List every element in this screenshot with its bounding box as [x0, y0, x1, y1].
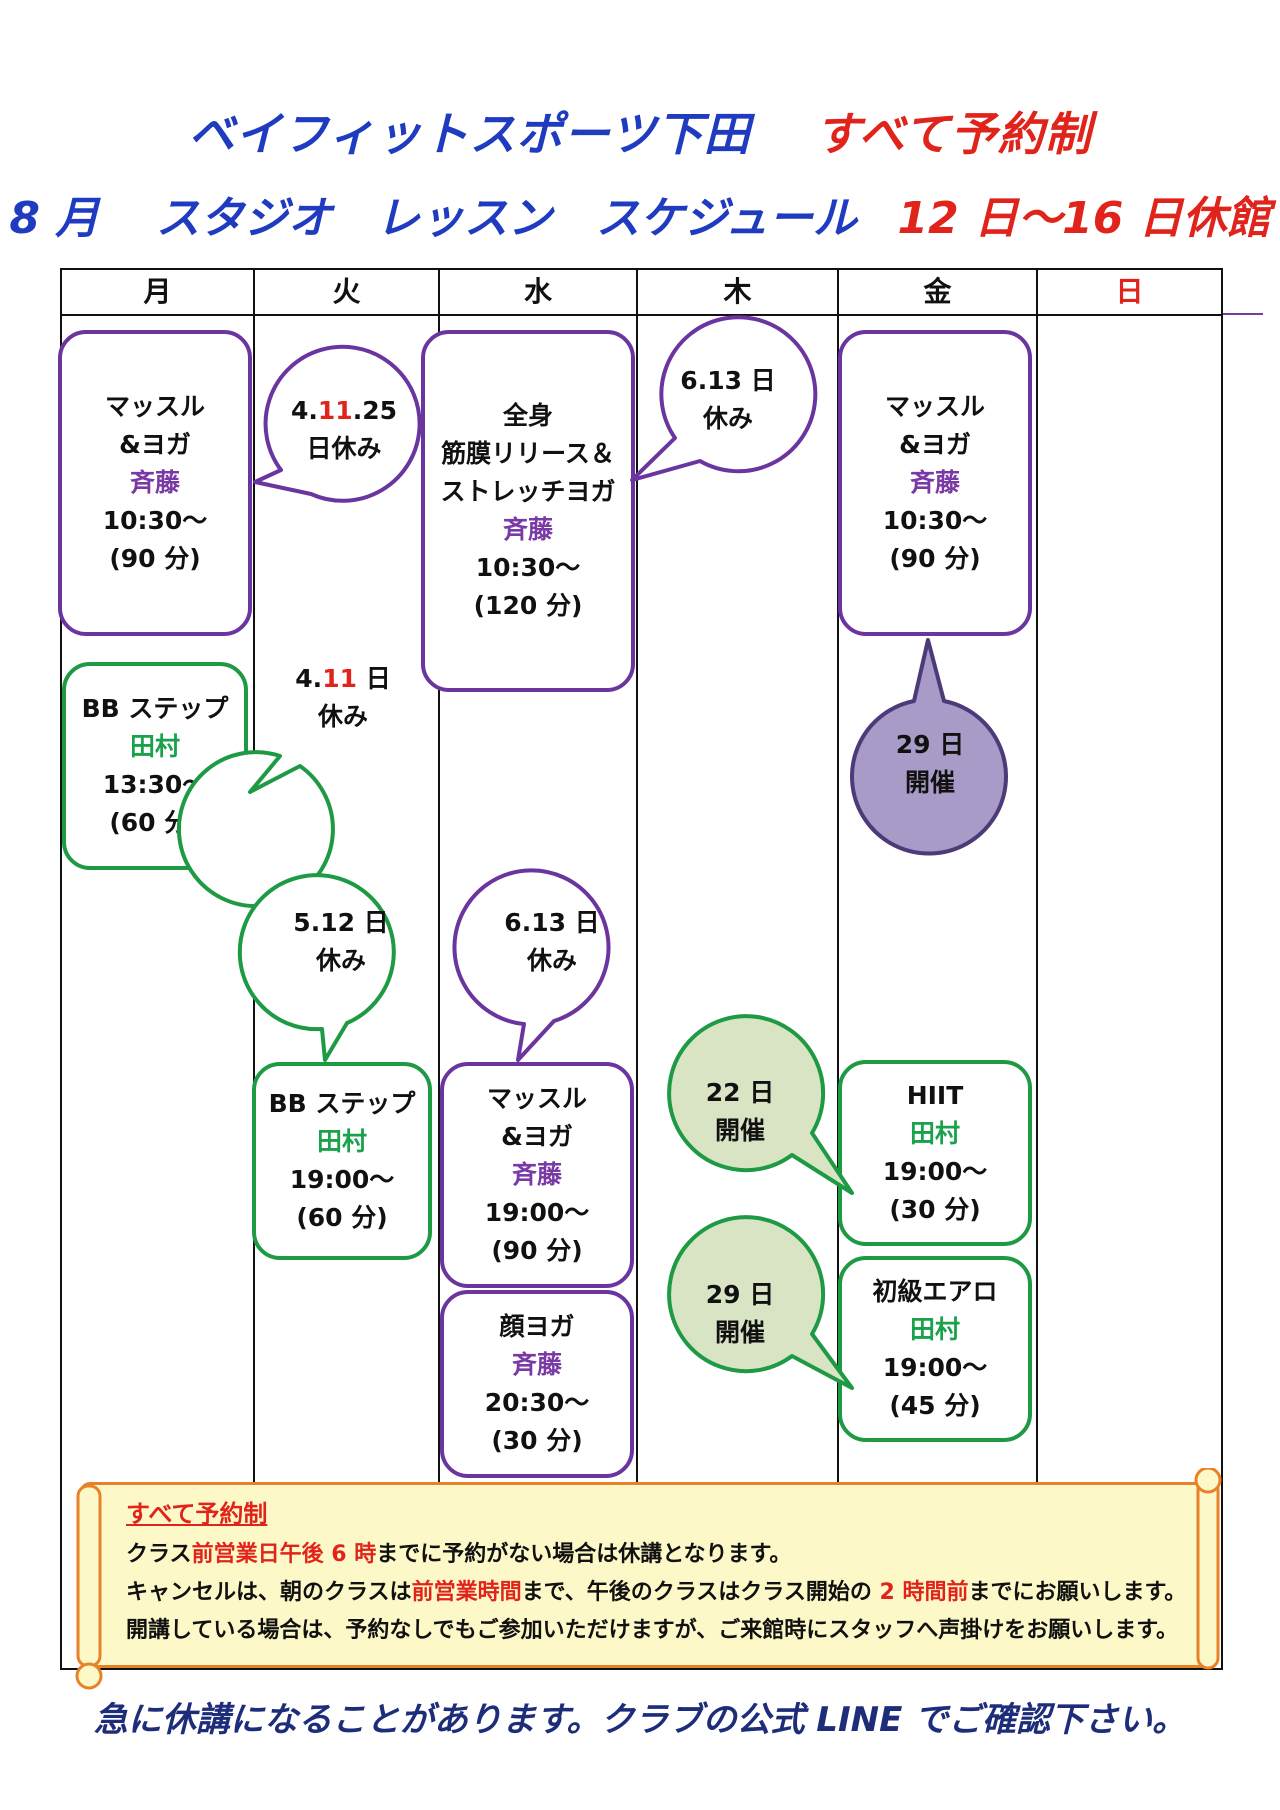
class-name: HIIT	[906, 1081, 964, 1110]
class-card-fri-hiit[interactable]: HIIT 田村 19:00～ (30 分)	[838, 1060, 1032, 1246]
grid-col-line-5	[1036, 268, 1038, 1670]
bubble-wed-1	[452, 868, 611, 1062]
class-time: 10:30～	[882, 506, 988, 535]
class-time: 19:00～	[484, 1198, 590, 1227]
page-title: ベイフィットスポーツ下田 すべて予約制	[0, 98, 1280, 164]
day-header-thu: 木	[723, 275, 752, 308]
scroll-curls	[75, 1468, 1222, 1690]
class-name: 全身	[502, 401, 553, 430]
class-name-2: &ヨガ	[899, 430, 971, 459]
grid-bottom-line	[60, 1668, 1223, 1670]
day-header-mon: 月	[143, 275, 172, 308]
gym-name: ベイフィットスポーツ下田	[188, 107, 751, 161]
class-card-mon-muscle-yoga[interactable]: マッスル &ヨガ 斉藤 10:30～ (90 分)	[58, 330, 252, 636]
bubble-tue-2	[176, 750, 335, 909]
page-subtitle: 8 月 スタジオ レッスン スケジュール 12 日～16 日休館	[0, 182, 1280, 246]
class-time: 10:30～	[102, 506, 208, 535]
closure-label: 12 日～16 日休館	[897, 193, 1271, 244]
bubble-tue-2-text: 4.11 日 休み	[295, 664, 391, 731]
instructor: 田村	[129, 732, 180, 761]
grid-col-line-6	[1221, 268, 1223, 1670]
instructor: 斉藤	[511, 1160, 562, 1189]
grid-col-line-3	[636, 268, 638, 1670]
instructor: 田村	[909, 1119, 960, 1148]
day-header-fri: 金	[923, 275, 952, 308]
class-name: 初級エアロ	[872, 1277, 998, 1306]
grid-col-line-4	[837, 268, 839, 1670]
schedule-label: スタジオ レッスン スケジュール	[155, 193, 857, 244]
class-time: 20:30～	[484, 1388, 590, 1417]
footer-note: 急に休講になることがあります。クラブの公式 LINE でご確認下さい。	[93, 1700, 1187, 1740]
class-card-tue-bb-step[interactable]: BB ステップ 田村 19:00～ (60 分)	[252, 1062, 432, 1260]
class-name-2: &ヨガ	[501, 1122, 573, 1151]
grid-top-line	[60, 268, 1223, 270]
bubble-fri-1-text: 29 日 開催	[895, 730, 965, 797]
class-name-2: &ヨガ	[119, 430, 191, 459]
class-card-wed-muscle-yoga[interactable]: マッスル &ヨガ 斉藤 19:00～ (90 分)	[440, 1062, 634, 1288]
grid-col-line-0	[60, 268, 62, 1670]
instructor: 斉藤	[502, 515, 553, 544]
class-card-wed-fullbody-stretch[interactable]: 全身 筋膜リリース＆ ストレッチヨガ 斉藤 10:30～ (120 分)	[421, 330, 635, 692]
bubble-tue-3	[237, 873, 396, 1062]
bubble-thu-1	[630, 315, 818, 482]
bubble-tue-3-text: 5.12 日 休み	[293, 908, 389, 975]
grid-header-tail	[1223, 313, 1263, 315]
class-duration: (45 分)	[889, 1391, 981, 1420]
class-duration: (30 分)	[889, 1195, 981, 1224]
reservation-notice: すべて予約制	[814, 107, 1092, 161]
class-card-wed-face-yoga[interactable]: 顔ヨガ 斉藤 20:30～ (30 分)	[440, 1290, 634, 1478]
instructor: 斉藤	[511, 1350, 562, 1379]
class-name: BB ステップ	[81, 694, 229, 723]
instructor: 斉藤	[129, 468, 180, 497]
day-header-tue: 火	[332, 275, 361, 308]
bubble-wed-1-text: 6.13 日 休み	[504, 908, 600, 975]
bubble-fri-1	[850, 638, 1008, 856]
instructor: 斉藤	[909, 468, 960, 497]
bubble-thu-3	[667, 1215, 854, 1390]
instructor: 田村	[316, 1127, 367, 1156]
notice-scroll	[80, 1482, 1216, 1668]
class-duration: (90 分)	[889, 544, 981, 573]
class-name: マッスル	[104, 392, 205, 421]
class-card-fri-beginner-aerobics[interactable]: 初級エアロ 田村 19:00～ (45 分)	[838, 1256, 1032, 1442]
class-time: 19:00～	[882, 1353, 988, 1382]
grid-header-line	[60, 314, 1223, 316]
class-duration: (90 分)	[109, 544, 201, 573]
bubble-thu-3-text: 29 日 開催	[705, 1280, 775, 1347]
day-header-sun: 日	[1115, 275, 1144, 308]
notice-line-3: 開講している場合は、予約なしでもご参加いただけますが、ご来館時にスタッフへ声掛け…	[126, 1618, 1179, 1643]
class-name: マッスル	[486, 1084, 587, 1113]
class-duration: (90 分)	[491, 1236, 583, 1265]
bubble-thu-1-text: 6.13 日 休み	[680, 366, 776, 433]
class-time: 10:30～	[475, 553, 581, 582]
class-time: 19:00～	[289, 1165, 395, 1194]
class-time: 19:00～	[882, 1157, 988, 1186]
class-duration: (120 分)	[473, 591, 583, 620]
day-header-wed: 水	[523, 275, 552, 308]
notice-line-1: クラス前営業日午後 6 時までに予約がない場合は休講となります。	[126, 1542, 792, 1567]
class-duration: (30 分)	[491, 1426, 583, 1455]
notice-heading: すべて予約制	[126, 1500, 268, 1528]
bubble-tue-1-text: 4.11.25 日休み	[291, 396, 397, 463]
month-label: 8 月	[9, 193, 100, 244]
notice-line-2: キャンセルは、朝のクラスは前営業時間まで、午後のクラスはクラス開始の 2 時間前…	[126, 1580, 1187, 1605]
class-name: マッスル	[884, 392, 985, 421]
class-duration: (60 分)	[296, 1203, 388, 1232]
instructor: 田村	[909, 1315, 960, 1344]
class-name: 顔ヨガ	[499, 1312, 575, 1341]
class-name-3: ストレッチヨガ	[440, 477, 616, 506]
bubble-thu-2	[667, 1014, 854, 1195]
grid-col-line-2	[438, 268, 440, 1670]
bubble-tue-1	[253, 344, 422, 503]
class-card-fri-muscle-yoga[interactable]: マッスル &ヨガ 斉藤 10:30～ (90 分)	[838, 330, 1032, 636]
bubble-thu-2-text: 22 日 開催	[705, 1078, 775, 1145]
class-name: BB ステップ	[268, 1089, 416, 1118]
class-name-2: 筋膜リリース＆	[441, 439, 615, 468]
